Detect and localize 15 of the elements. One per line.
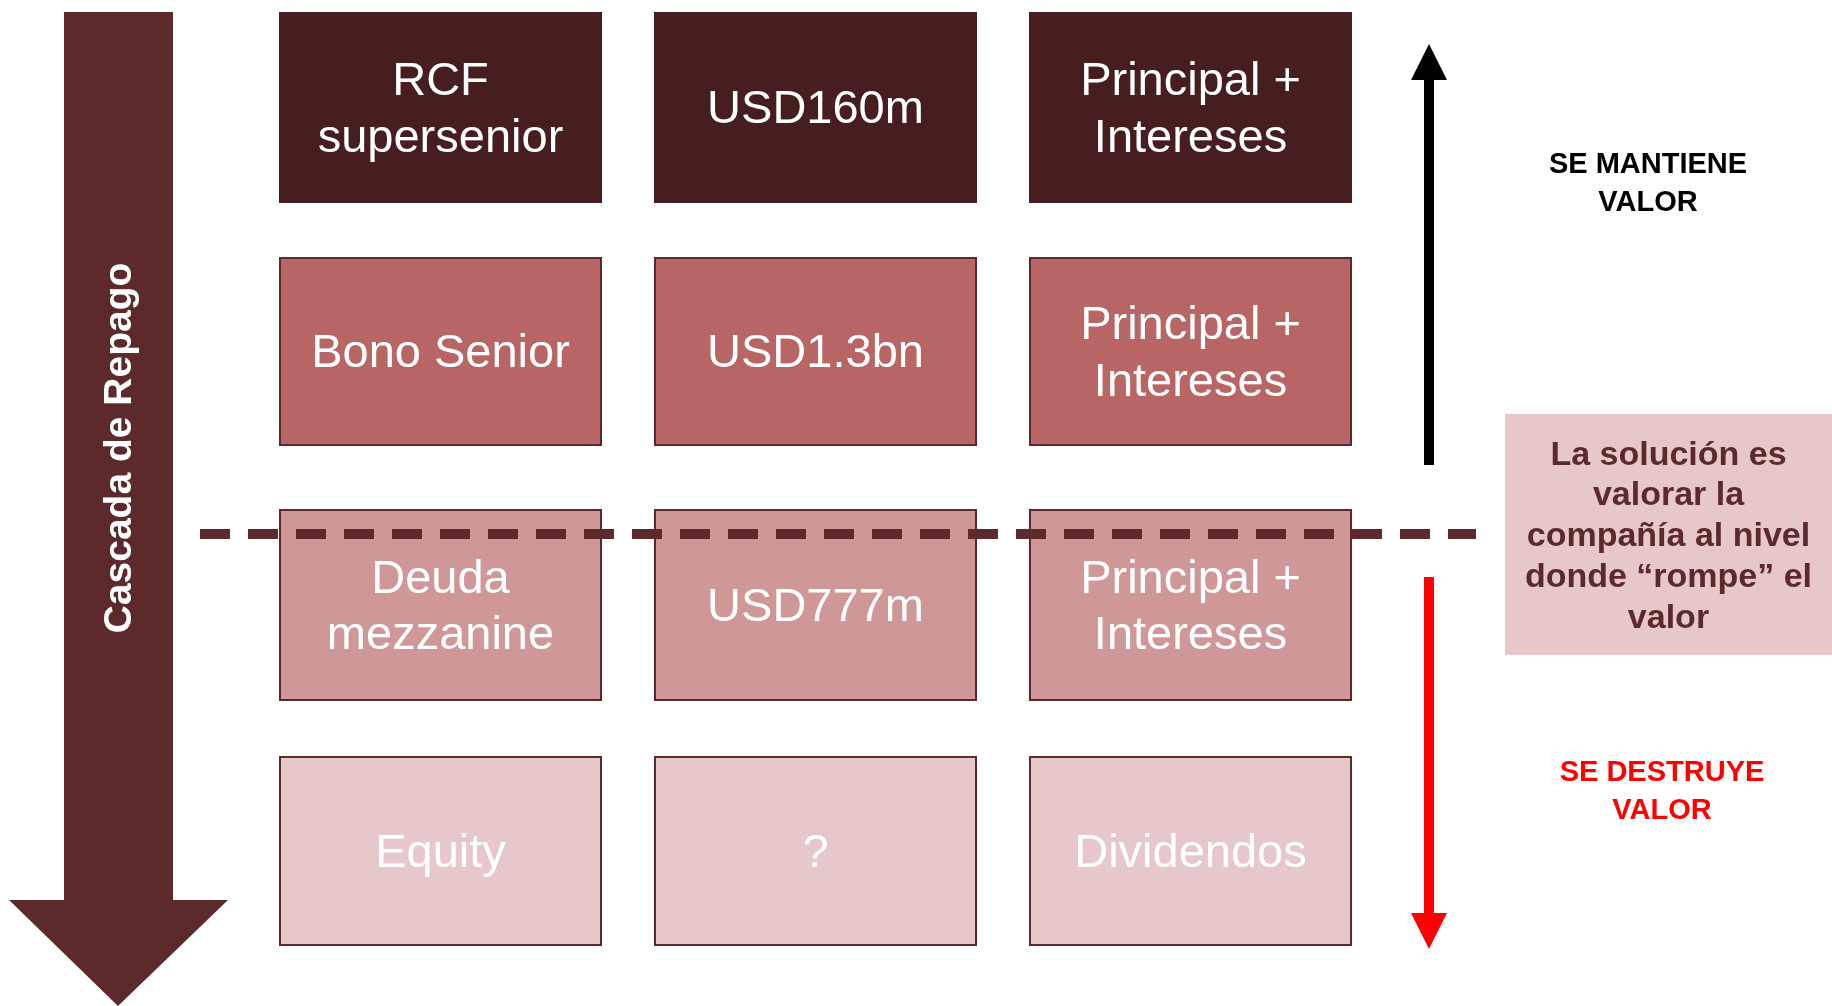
amount-box: USD160m bbox=[654, 12, 977, 203]
amount-box: USD1.3bn bbox=[654, 257, 977, 446]
amount-box: ? bbox=[654, 756, 977, 946]
tranche-box: Bono Senior bbox=[279, 257, 602, 446]
note-box: La solución es valorar la compañía al nivel donde “rompe” el valor bbox=[1505, 414, 1832, 655]
payment-box: Principal + Intereses bbox=[1029, 509, 1352, 701]
value-note: SE MANTIENE VALOR bbox=[1548, 146, 1748, 219]
arrow-label: Cascada de Repago bbox=[96, 262, 140, 634]
amount-box: USD777m bbox=[654, 509, 977, 701]
value-note: SE DESTRUYE VALOR bbox=[1558, 754, 1766, 827]
waterfall-arrow bbox=[9, 12, 228, 1006]
tranche-box: Deuda mezzanine bbox=[279, 509, 602, 701]
tranche-box: RCF supersenior bbox=[279, 12, 602, 203]
payment-box: Principal + Intereses bbox=[1029, 12, 1352, 203]
payment-box: Principal + Intereses bbox=[1029, 257, 1352, 446]
